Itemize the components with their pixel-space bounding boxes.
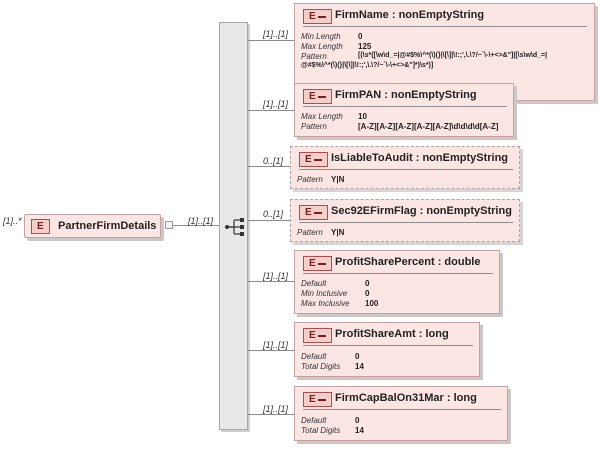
element-node-isliabletoaudit[interactable]: E IsLiableToAudit : nonEmptyString Patte… [290, 146, 520, 189]
connector-firmpan [248, 110, 294, 111]
element-e-icon: E [303, 256, 332, 271]
badge-label: E [309, 91, 316, 102]
element-title-firmname: FirmName : nonEmptyString [335, 9, 485, 21]
multiplicity-isliabletoaudit: 0..[1] [263, 156, 284, 166]
facet-name: Pattern [297, 175, 323, 184]
multiplicity-sec92efirmflag: 0..[1] [263, 209, 284, 219]
facet-value: 14 [355, 362, 364, 371]
badge-label: E [305, 154, 312, 165]
sequence-multiplicity: [1]..[1] [188, 216, 214, 226]
facet-name: Max Length [301, 42, 343, 51]
root-multiplicity: [1]..* [3, 216, 22, 226]
connector-firmcapbalon31mar [248, 414, 294, 415]
connector-sec92efirmflag [248, 220, 290, 221]
element-node-sec92efirmflag[interactable]: E Sec92EFirmFlag : nonEmptyString Patter… [290, 199, 520, 242]
facet-name: Min Length [301, 32, 341, 41]
element-title-profitsharepercent: ProfitSharePercent : double [335, 256, 481, 268]
facet-name: Max Length [301, 112, 343, 121]
root-element-node[interactable]: E PartnerFirmDetails [24, 214, 161, 238]
multiplicity-profitsharepercent: [1]..[1] [263, 271, 289, 281]
facet-value: 0 [365, 279, 370, 288]
element-e-icon: E [303, 89, 332, 104]
facet-value: 100 [365, 299, 379, 308]
facet-value: Y|N [331, 175, 345, 184]
element-e-icon: E [299, 205, 328, 220]
element-title-sec92efirmflag: Sec92EFirmFlag : nonEmptyString [331, 205, 512, 217]
badge-label: E [309, 11, 316, 22]
multiplicity-firmcapbalon31mar: [1]..[1] [263, 404, 289, 414]
facet-value: @#$%\^*(\)(}|\[\]|\!:;',\.\?/~`\-\+<>&"]… [301, 62, 434, 69]
facet-name: Min Inclusive [301, 289, 348, 298]
facet-name: Total Digits [301, 362, 341, 371]
badge-label: E [309, 330, 316, 341]
facet-value: 125 [358, 42, 372, 51]
element-e-icon: E [303, 9, 332, 24]
title-separator [303, 26, 587, 27]
element-node-firmpan[interactable]: E FirmPAN : nonEmptyString Max Length 10… [294, 83, 514, 137]
connector-isliabletoaudit [248, 166, 290, 167]
root-badge-label: E [37, 221, 44, 232]
badge-label: E [309, 258, 316, 269]
root-element-name: PartnerFirmDetails [58, 220, 157, 232]
facet-name: Default [301, 352, 327, 361]
multiplicity-firmname: [1]..[1] [263, 29, 289, 39]
facet-value: 0 [355, 352, 360, 361]
facet-name: Pattern [301, 52, 327, 61]
title-separator [299, 169, 513, 170]
facet-value: 0 [358, 32, 363, 41]
root-connector [173, 225, 219, 226]
element-title-firmpan: FirmPAN : nonEmptyString [335, 89, 477, 101]
element-node-profitshareamt[interactable]: E ProfitShareAmt : long Default 0 Total … [294, 322, 480, 377]
facet-name: Total Digits [301, 426, 341, 435]
element-e-icon: E [31, 219, 50, 234]
facet-name: Pattern [297, 228, 323, 237]
collapse-toggle[interactable] [165, 221, 173, 229]
element-title-isliabletoaudit: IsLiableToAudit : nonEmptyString [331, 152, 509, 164]
facet-value: 10 [358, 112, 367, 121]
facet-name: Max Inclusive [301, 299, 350, 308]
badge-label: E [305, 207, 312, 218]
element-e-icon: E [299, 152, 328, 167]
title-separator [299, 222, 513, 223]
facet-value: [(\s*([\w\d_=|@#$%\^*(\)(}|\[\]|\!:;',\.… [358, 52, 548, 59]
multiplicity-profitshareamt: [1]..[1] [263, 340, 289, 350]
element-node-firmcapbalon31mar[interactable]: E FirmCapBalOn31Mar : long Default 0 Tot… [294, 386, 508, 441]
badge-label: E [309, 394, 316, 405]
facet-value: [A-Z][A-Z][A-Z][A-Z][A-Z]\d\d\d\d[A-Z] [358, 122, 499, 131]
connector-profitsharepercent [248, 281, 294, 282]
facet-value: 0 [365, 289, 370, 298]
title-separator [303, 106, 507, 107]
element-node-profitsharepercent[interactable]: E ProfitSharePercent : double Default 0 … [294, 250, 500, 314]
connector-firmname [248, 40, 294, 41]
facet-value: 14 [355, 426, 364, 435]
facet-name: Default [301, 279, 327, 288]
title-separator [303, 345, 473, 346]
element-e-icon: E [303, 328, 332, 343]
title-separator [303, 273, 493, 274]
element-e-icon: E [303, 392, 332, 407]
connector-profitshareamt [248, 350, 294, 351]
multiplicity-firmpan: [1]..[1] [263, 99, 289, 109]
sequence-compositor-icon [225, 218, 244, 236]
facet-value: 0 [355, 416, 360, 425]
element-title-profitshareamt: ProfitShareAmt : long [335, 328, 449, 340]
title-separator [303, 409, 501, 410]
facet-value: Y|N [331, 228, 345, 237]
facet-name: Default [301, 416, 327, 425]
facet-name: Pattern [301, 122, 327, 131]
element-title-firmcapbalon31mar: FirmCapBalOn31Mar : long [335, 392, 477, 404]
